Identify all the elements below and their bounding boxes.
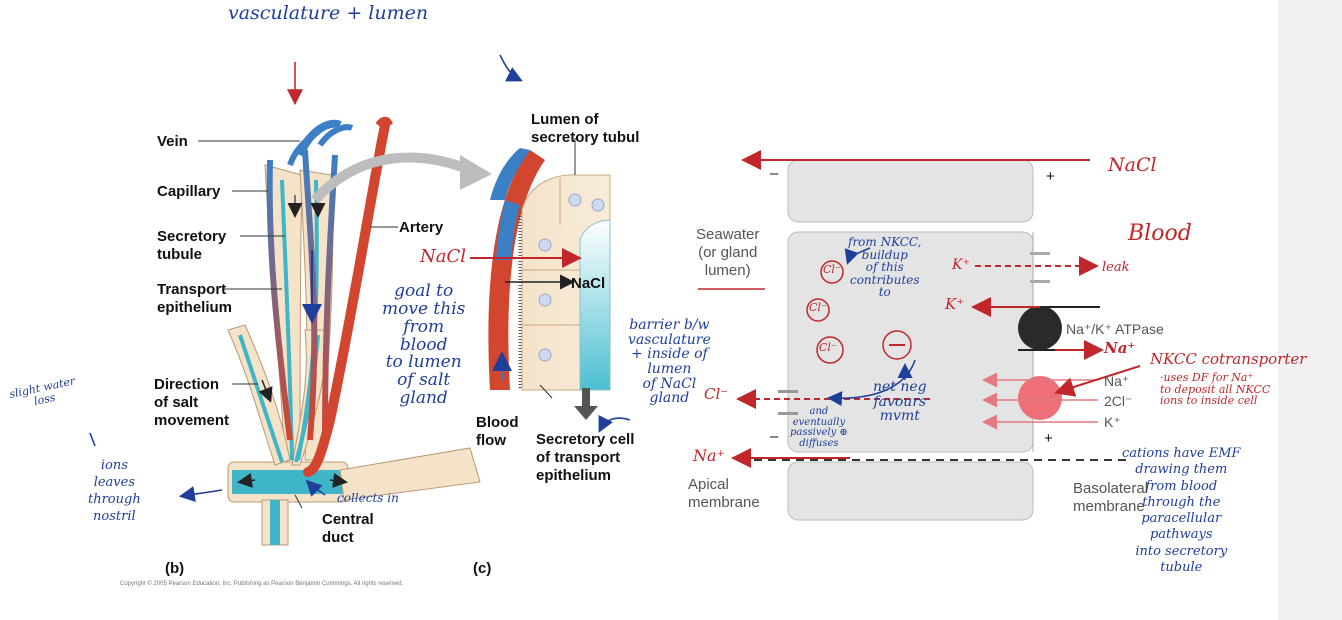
label-artery: Artery <box>399 219 444 236</box>
sign-minus-top: – <box>770 165 779 182</box>
label-nkcc-2cl: 2Cl⁻ <box>1104 393 1133 409</box>
note-barrier: barrier b/w vasculature + inside of lume… <box>628 317 711 407</box>
label-transport-epithelium: Transport epithelium <box>157 281 233 316</box>
note-blood: Blood <box>1128 221 1192 246</box>
note-goal: goal to move this from blood to lumen of… <box>382 281 466 409</box>
note-k-leak: K⁺ <box>952 257 970 273</box>
panel-c-label: (c) <box>473 560 492 577</box>
label-blood-flow: Blood flow <box>476 414 519 449</box>
label-vein: Vein <box>157 133 188 150</box>
note-cations: cations have EMF drawing them from blood… <box>1122 446 1241 575</box>
note-nacl-left: NaCl <box>420 246 467 267</box>
label-secretory-tubule: Secretory tubule <box>157 228 227 263</box>
label-apical: Apical membrane <box>688 476 760 511</box>
label-capillary: Capillary <box>157 183 221 200</box>
note-cl-circle-1: Cl⁻ <box>823 263 841 276</box>
tubule-cross-section <box>470 138 611 420</box>
note-cl-circle-3: Cl⁻ <box>819 341 837 354</box>
panel-b-label: (b) <box>165 560 185 577</box>
note-leak: leak <box>1102 260 1130 275</box>
side-margin <box>1278 0 1342 620</box>
note-k-pump: K⁺ <box>945 295 965 313</box>
note-nacl-top: NaCl <box>1108 154 1157 176</box>
copyright: Copyright © 2005 Pearson Education, Inc.… <box>120 581 404 587</box>
salt-gland-illustration <box>198 116 481 546</box>
note-cl: Cl⁻ <box>704 385 729 403</box>
note-na: Na⁺ <box>693 446 725 465</box>
note-ions-leave: ions leaves through nostril <box>88 458 141 524</box>
label-basolateral: Basolateral membrane <box>1073 480 1149 515</box>
note-and-eventually: and eventually passively ⊕ diffuses <box>790 406 848 449</box>
sign-plus-top: + <box>1046 168 1055 185</box>
label-central-duct: Central duct <box>322 511 374 546</box>
note-collects: collects in <box>337 491 399 505</box>
label-nacl-c: NaCl <box>571 275 606 292</box>
label-nkcc-k: K⁺ <box>1104 414 1121 430</box>
note-net-neg: net neg favours mvmt <box>873 379 927 425</box>
note-nkcc: NKCC cotransporter <box>1150 350 1307 368</box>
sign-minus-bottom: – <box>770 428 779 445</box>
note-vasculature-lumen: vasculature + lumen <box>228 2 429 24</box>
note-nkcc-detail: ·uses DF for Na⁺ to deposit all NKCC ion… <box>1160 371 1271 408</box>
zoom-arrow <box>311 152 472 204</box>
label-nkcc-na: Na⁺ <box>1104 373 1130 389</box>
sign-plus-bottom: + <box>1044 430 1053 447</box>
transport-cell-diagram <box>698 150 1141 521</box>
label-lumen: Lumen of secretory tubul <box>531 111 640 146</box>
label-atpase: Na⁺/K⁺ ATPase <box>1066 321 1164 337</box>
note-cl-circle-2: Cl⁻ <box>809 301 827 314</box>
note-from-nkcc: from NKCC, buildup of this contributes t… <box>848 235 922 300</box>
note-na-pump: Na⁺ <box>1104 339 1136 357</box>
label-direction-salt: Direction of salt movement <box>154 376 230 429</box>
label-secretory-cell: Secretory cell of transport epithelium <box>536 431 635 484</box>
label-seawater: Seawater (or gland lumen) <box>696 226 760 279</box>
